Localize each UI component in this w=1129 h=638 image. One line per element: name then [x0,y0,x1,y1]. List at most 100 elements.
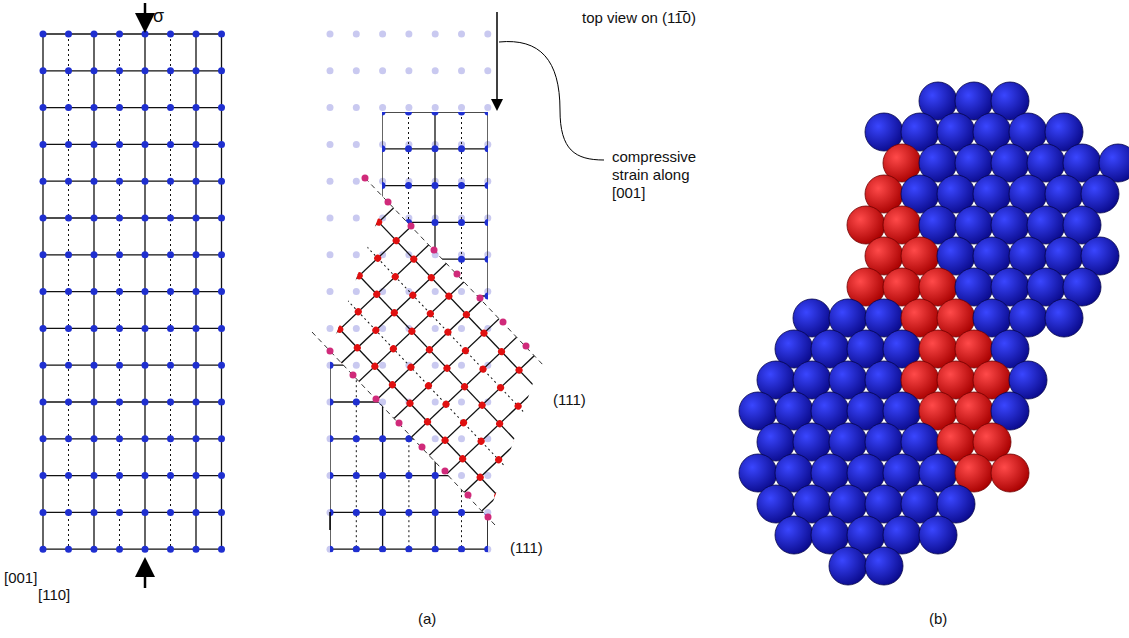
atom-dot [315,378,325,388]
ghost-dot [353,509,360,516]
atom-dot [142,215,149,222]
atom-dot [384,524,394,534]
atom-dot [298,359,308,369]
atom-dot [405,472,412,479]
atom-dot [456,526,466,536]
lattice-line [336,245,576,473]
boundary-dot [523,343,530,350]
atom-dot [424,345,434,355]
atom-dot [142,509,149,516]
atom-dot [116,325,123,332]
atom-dot [425,309,435,319]
ghost-dot [327,215,334,222]
atom-dot [458,546,465,553]
ghost-dot [458,435,465,442]
boundary-dot [373,396,380,403]
lattice-line [397,205,590,408]
atom-dot [379,546,386,553]
atom-dot [218,325,225,332]
atom-dot [218,104,225,111]
ghost-dot [353,31,360,38]
lattice-line [323,275,516,478]
atom-dot [40,288,47,295]
atom-dot [432,399,439,406]
lattice-line [416,187,609,390]
atom-dot [355,235,365,245]
ghost-dot [379,546,386,553]
ghost-dot [432,509,439,516]
lattice-line [424,338,664,566]
atom-dot [366,506,376,516]
atom-dot [606,313,616,323]
atom-dot [353,472,360,479]
atom-dot [116,67,123,74]
atom-dot [440,435,450,445]
atom-dot [142,325,149,332]
atom-dot [465,165,475,175]
atom-dot [193,251,200,258]
ghost-dot [484,435,491,442]
atom-dot [407,326,417,336]
atom-dot [535,275,545,285]
ghost-dot [353,288,360,295]
atom-dot [448,147,458,157]
atom-dot [193,104,200,111]
atom-dot [91,67,98,74]
lattice-line [318,227,558,455]
atom-dot [518,221,528,231]
matrix-atom [829,547,867,585]
lattice-line [268,327,461,530]
atom-dot [40,546,47,553]
ghost-dot [432,67,439,74]
atom-dot [350,415,360,425]
boundary-dot [408,223,415,230]
atom-dot [218,362,225,369]
atom-dot [65,435,72,442]
atom-dot [432,472,439,479]
atom-dot [498,275,508,285]
lattice-line [283,190,523,418]
atom-dot [218,251,225,258]
atom-dot [116,435,123,442]
lattice-line [487,365,488,549]
atom-dot [458,472,465,479]
lattice-line [342,257,535,460]
atom-dot [432,435,439,442]
atom-dot [261,395,271,405]
atom-dot [263,322,273,332]
ghost-dot [405,104,412,111]
atom-dot [379,472,386,479]
atom-dot [406,362,416,372]
atom-dot [405,109,412,116]
atom-dot [405,398,415,408]
ghost-dot [405,472,412,479]
atom-dot [458,454,468,464]
atom-dot [405,509,412,516]
atom-dot [432,546,439,553]
atom-dot [244,340,254,350]
atom-dot [40,215,47,222]
atom-dot [193,399,200,406]
atom-dot [379,145,386,152]
atom-dot [91,472,98,479]
atom-dot [642,314,652,324]
atom-dot [327,546,334,553]
lattice-line [389,301,629,529]
atom-dot [485,145,492,152]
atom-dot [659,333,669,343]
atom-dot [91,178,98,185]
ghost-dot [353,362,360,369]
atom-dot [226,358,236,368]
atom-dot [588,295,598,305]
atom-dot [372,289,382,299]
atom-dot [167,104,174,111]
atom-dot [40,435,47,442]
atom-dot [484,148,494,158]
atom-dot [429,165,439,175]
atom-dot [142,67,149,74]
matrix-atom [919,516,957,554]
ghost-dot [353,251,360,258]
atom-dot [553,258,563,268]
atom-dot [458,256,465,263]
atom-dot [296,432,306,442]
